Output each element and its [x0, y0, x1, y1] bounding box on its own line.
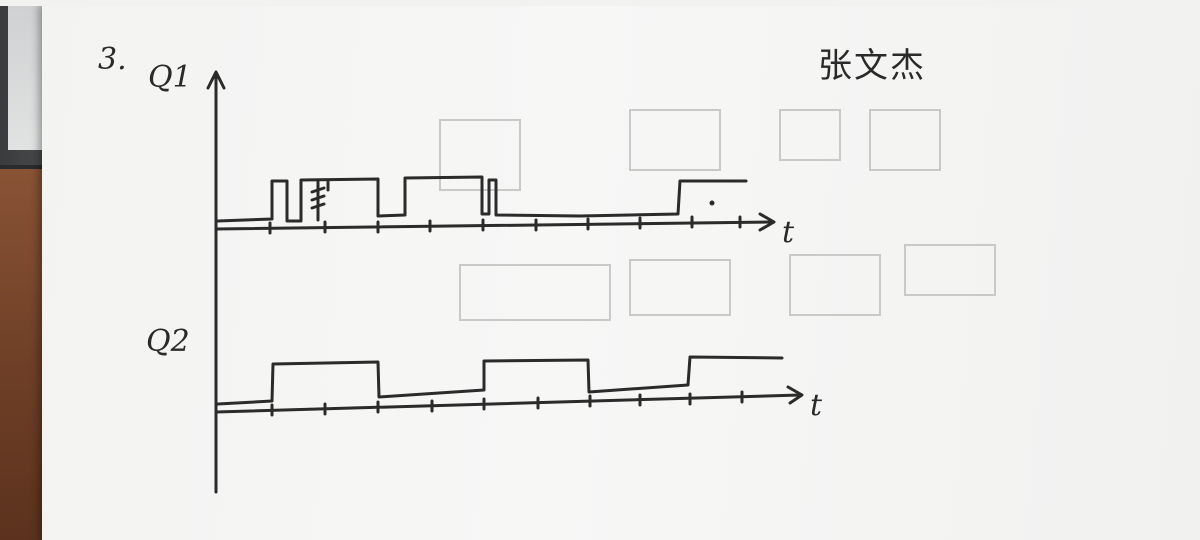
vertical-axis-arrowhead [206, 70, 226, 90]
q2-label: Q2 [146, 324, 190, 359]
q2-axis-arrowhead [786, 385, 804, 405]
q2-axis-label: t [810, 388, 823, 423]
q2-axis-ticks [270, 390, 744, 417]
q1-axis-label: t [782, 215, 795, 250]
bleed-through-marks [439, 109, 996, 321]
paper-sheet [42, 2, 1200, 540]
q2-time-axis [214, 393, 802, 414]
q1-label: Q1 [148, 60, 192, 95]
q1-axis-arrowhead [758, 212, 776, 232]
author-name: 张文杰 [818, 46, 926, 86]
ink-dot [709, 200, 715, 206]
q1-axis-ticks [268, 215, 742, 235]
q1-scribble-marks [310, 178, 330, 222]
paper-top-edge [0, 0, 1200, 6]
q1-time-axis [214, 220, 774, 231]
problem-number: 3. [98, 42, 127, 77]
q2-waveform [216, 355, 784, 406]
q1-waveform [216, 175, 748, 223]
